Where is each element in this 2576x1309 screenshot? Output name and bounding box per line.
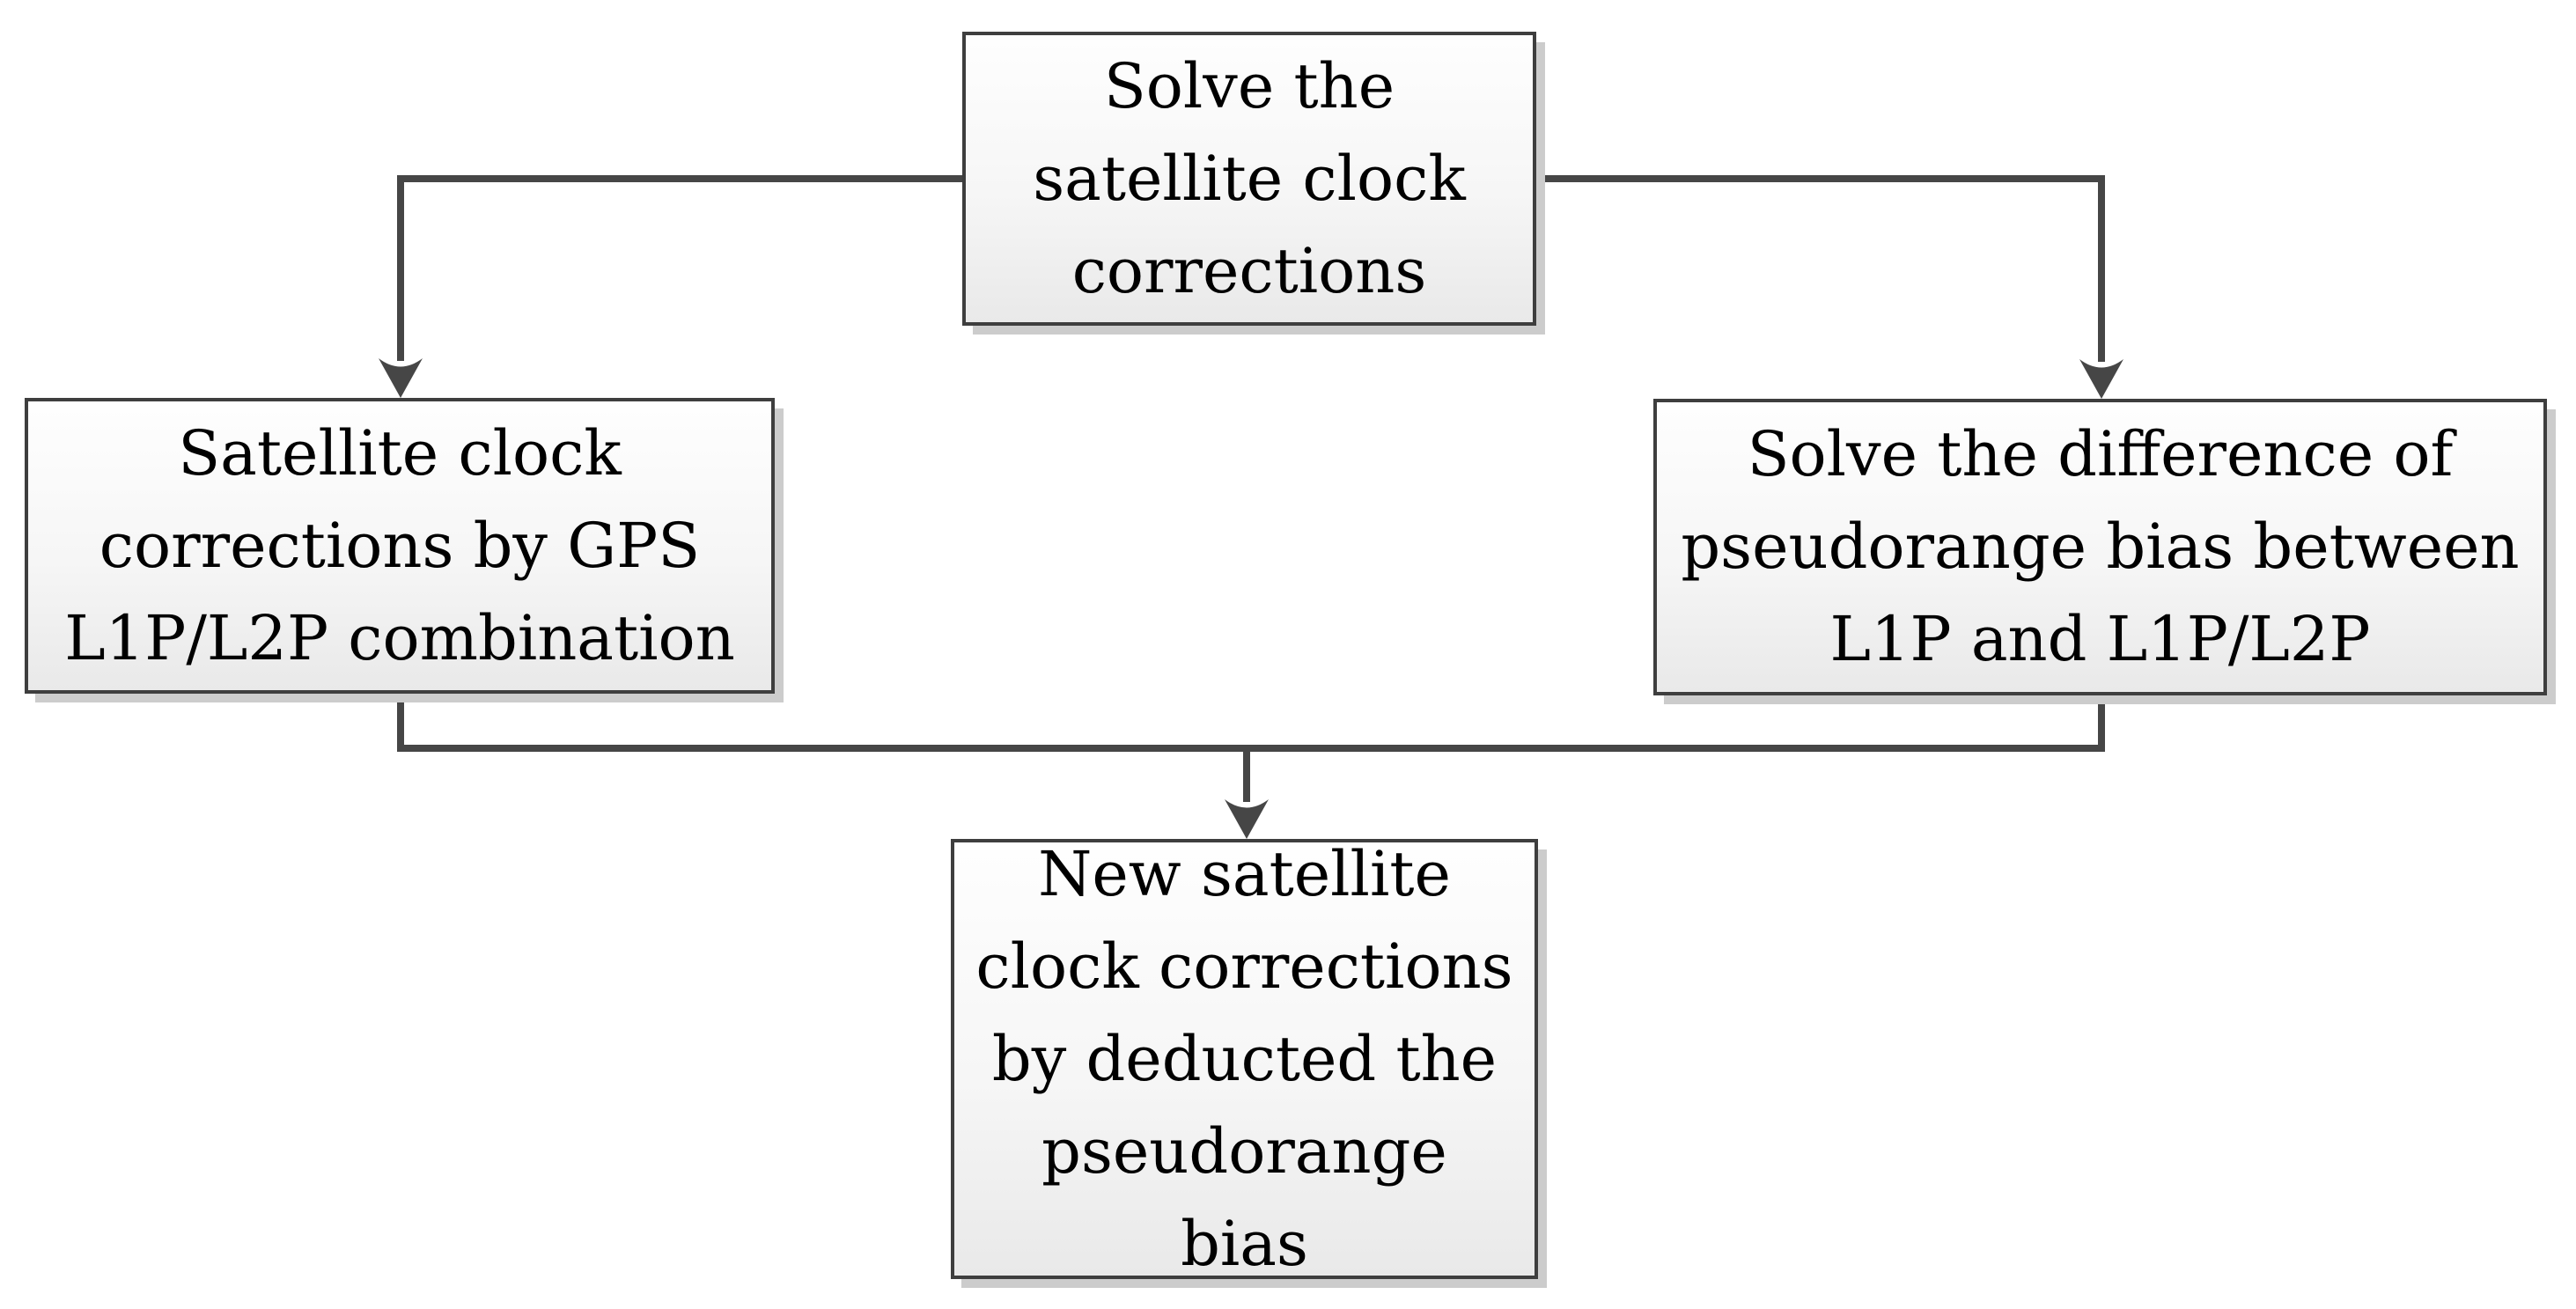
arrowhead-down-icon [379,358,423,398]
text-line: Solve the difference of [1747,418,2454,490]
connector-top-to-right-horizontal [1536,175,2105,182]
node-left-text: Satellite clock corrections by GPS L1P/L… [64,408,735,685]
text-line: corrections by GPS [99,509,701,582]
connector-top-to-left-vertical [397,175,404,361]
text-line: corrections [1071,234,1427,307]
node-top-text: Solve the satellite clock corrections [1033,40,1466,318]
text-line: L1P and L1P/L2P [1829,603,2371,675]
text-line: satellite clock [1033,142,1466,215]
node-clock-corrections-by-gps-l1p-l2p: Satellite clock corrections by GPS L1P/L… [25,398,775,694]
node-right-text: Solve the difference of pseudorange bias… [1681,408,2519,686]
node-solve-pseudorange-bias-difference: Solve the difference of pseudorange bias… [1653,399,2547,695]
text-line: by deducted the [991,1022,1498,1095]
text-line: clock corrections [975,930,1513,1003]
node-new-satellite-clock-corrections: New satellite clock corrections by deduc… [951,838,1538,1280]
connector-merge-horizontal [397,745,2105,752]
text-line: pseudorange [1041,1114,1447,1188]
text-line: Solve the [1103,49,1395,122]
text-line: Satellite clock [178,416,622,489]
arrowhead-down-icon [1225,799,1269,839]
text-line: bias [1181,1207,1308,1280]
connector-merge-to-bottom-vertical [1243,745,1250,802]
connector-top-to-right-vertical [2098,175,2105,362]
node-solve-satellite-clock-corrections: Solve the satellite clock corrections [962,32,1536,326]
connector-right-box-down [2098,694,2105,752]
text-line: New satellite [1038,837,1451,910]
connector-left-box-down [397,692,404,752]
text-line: pseudorange bias between [1681,511,2520,583]
connector-top-to-left-horizontal [397,175,962,182]
arrowhead-down-icon [2079,359,2123,399]
text-line: L1P/L2P combination [64,601,735,674]
node-bottom-text: New satellite clock corrections by deduc… [975,828,1512,1291]
